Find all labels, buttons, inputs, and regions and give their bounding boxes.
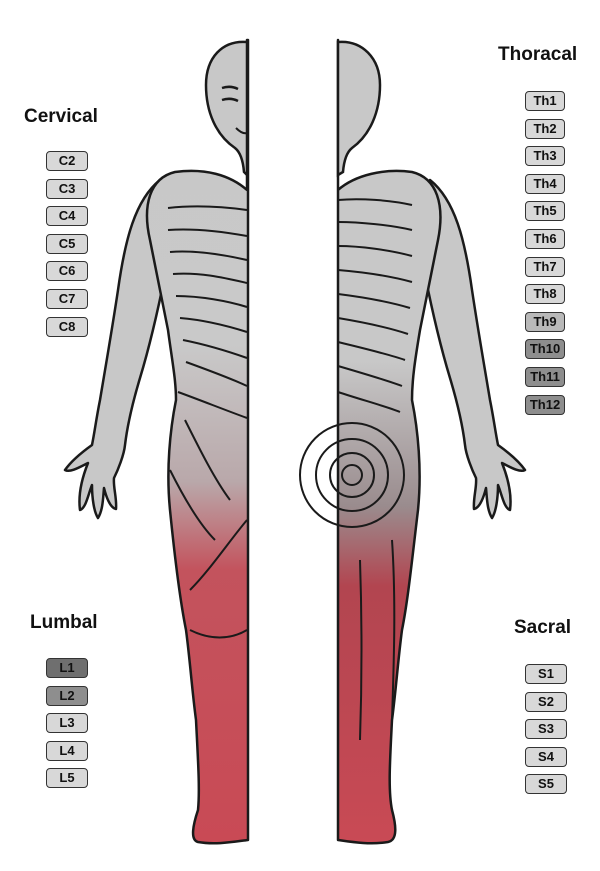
group-heading-lumbal: Lumbal <box>30 612 98 633</box>
segment-box: L4 <box>46 740 88 761</box>
segment-box: S2 <box>525 691 567 712</box>
segment-box: Th9 <box>525 311 565 332</box>
front-arm <box>63 178 167 520</box>
group-heading-thoracal: Thoracal <box>498 44 578 65</box>
back-dermatome-lines <box>299 198 413 741</box>
segment-box: S3 <box>525 719 567 740</box>
eye-icon <box>221 85 239 91</box>
segment-box: Th6 <box>525 228 565 249</box>
segment-box: Th1 <box>525 91 565 111</box>
segment-box: Th12 <box>525 394 565 415</box>
segment-box: C4 <box>46 206 88 227</box>
front-view <box>63 38 250 845</box>
segment-box: Th4 <box>525 173 565 194</box>
segment-box: Th3 <box>525 146 565 167</box>
back-arm <box>423 178 527 520</box>
segment-box: C3 <box>46 178 88 199</box>
segment-list-thoracal: Th1 Th2 Th3 Th4 Th5 Th6 Th7 Th8 Th9 Th10… <box>525 91 565 422</box>
segment-box: Th2 <box>525 118 565 139</box>
segment-box: C5 <box>46 233 88 254</box>
segment-box: Th10 <box>525 339 565 360</box>
segment-box: C6 <box>46 261 88 282</box>
segment-box: C7 <box>46 288 88 309</box>
segment-box: C8 <box>46 316 88 337</box>
segment-box: L2 <box>46 685 88 706</box>
back-view <box>299 38 527 845</box>
segment-box: S5 <box>525 774 567 795</box>
segment-box: Th5 <box>525 201 565 222</box>
segment-box: Th7 <box>525 256 565 277</box>
back-head <box>336 40 382 178</box>
group-heading-sacral: Sacral <box>514 617 572 638</box>
front-head <box>204 40 249 179</box>
segment-list-cervical: C2 C3 C4 C5 C6 C7 C8 <box>46 151 88 344</box>
group-heading-cervical: Cervical <box>24 106 98 127</box>
mouth-icon <box>235 127 248 135</box>
segment-box: L3 <box>46 713 88 734</box>
segment-box: L5 <box>46 768 88 789</box>
segment-box: S4 <box>525 746 567 767</box>
segment-box: L1 <box>46 658 88 678</box>
segment-box: Th8 <box>525 284 565 305</box>
front-torso-legs <box>145 38 250 845</box>
segment-list-lumbal: L1 L2 L3 L4 L5 <box>46 658 88 796</box>
segment-list-sacral: S1 S2 S3 S4 S5 <box>525 664 567 802</box>
segment-box: C2 <box>46 151 88 171</box>
segment-box: Th11 <box>525 366 565 387</box>
back-torso-legs <box>336 38 442 845</box>
segment-box: S1 <box>525 664 567 684</box>
front-dermatome-lines <box>167 205 248 639</box>
eye-icon <box>221 97 239 103</box>
